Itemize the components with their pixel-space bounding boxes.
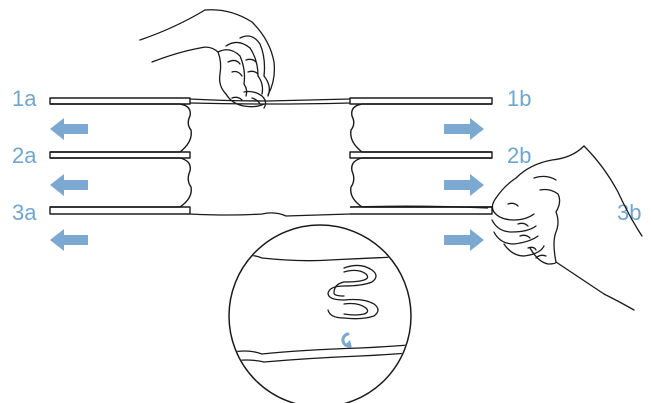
arrows-right: [444, 118, 484, 251]
strip-3a-left: [49, 206, 191, 215]
hand-icon: [139, 9, 276, 109]
block-1-left: [50, 103, 192, 153]
left-stack: [49, 97, 192, 215]
arrow-left-icon: [50, 174, 88, 196]
rotate-icon: [341, 332, 352, 348]
arrow-right-icon: [444, 174, 484, 196]
arrows-left: [50, 118, 88, 251]
label-1a: 1a: [12, 86, 37, 111]
strip-2a-left: [49, 151, 191, 159]
label-1b: 1b: [507, 86, 531, 111]
strip-3b-right: [350, 206, 493, 215]
magnifier-circle: [228, 224, 412, 403]
label-3b: 3b: [617, 200, 641, 225]
film-bottom: [189, 212, 351, 217]
film-top: [189, 98, 351, 102]
strip-2b-right: [349, 151, 493, 159]
right-stack: [349, 97, 493, 215]
label-2b: 2b: [507, 143, 531, 168]
film-bottom-2: [349, 205, 489, 209]
film-lines: [189, 98, 489, 217]
arrow-left-icon: [50, 229, 88, 251]
block-2-right: [350, 157, 492, 208]
arrow-right-icon: [444, 229, 484, 251]
arrow-right-icon: [444, 118, 484, 140]
label-3a: 3a: [12, 200, 37, 225]
film-lower-edge: [230, 343, 410, 355]
film-lower-edge-2: [230, 351, 410, 363]
label-2a: 2a: [12, 143, 37, 168]
strip-1a-left: [49, 97, 191, 105]
film-top-2: [189, 102, 351, 105]
block-1-right: [350, 103, 492, 153]
hand-icon: [491, 145, 643, 311]
strip-1b-right: [349, 97, 493, 105]
block-2-left: [50, 157, 192, 208]
folded-film: [327, 264, 379, 320]
arrow-left-icon: [50, 118, 88, 140]
